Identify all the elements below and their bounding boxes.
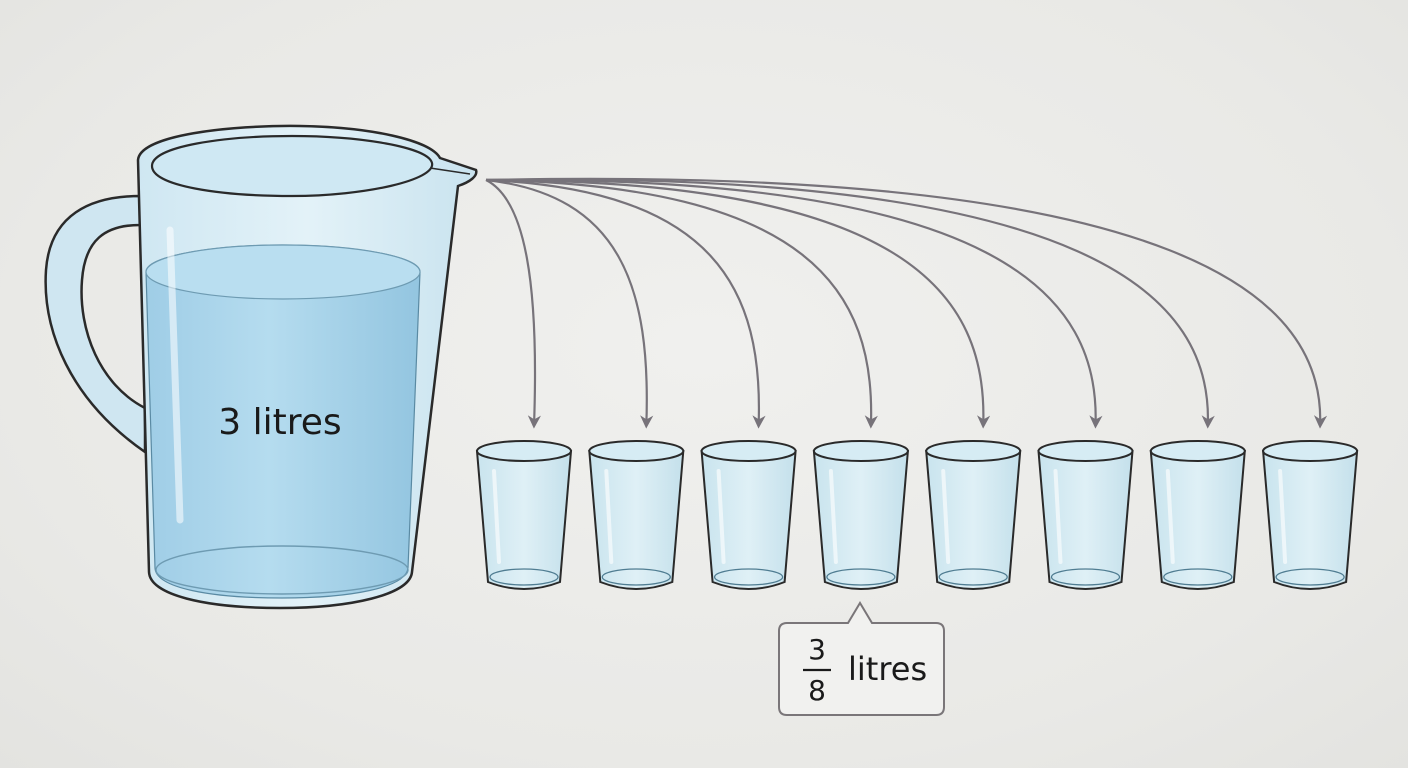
glass-body bbox=[1149, 450, 1246, 590]
jug-rim bbox=[150, 134, 434, 198]
callout-denominator: 8 bbox=[808, 674, 826, 707]
glass-body bbox=[700, 450, 797, 590]
glass-base bbox=[1050, 568, 1121, 586]
glass-8 bbox=[1262, 440, 1359, 590]
glass-highlight bbox=[716, 469, 726, 564]
pour-arrows bbox=[485, 177, 1328, 429]
glass-highlight bbox=[1165, 469, 1175, 564]
glass-base bbox=[938, 568, 1008, 586]
glass-highlight bbox=[1278, 469, 1288, 564]
glass-1 bbox=[475, 440, 573, 590]
glasses-row bbox=[475, 440, 1359, 590]
jug-water-surface bbox=[145, 244, 421, 300]
glass-2 bbox=[588, 440, 685, 590]
pour-arrow-8 bbox=[485, 177, 1328, 429]
glass-rim bbox=[812, 440, 909, 462]
pour-arrow-3 bbox=[485, 178, 766, 429]
glass-7 bbox=[1149, 440, 1246, 590]
glass-6 bbox=[1037, 440, 1134, 590]
pour-arrow-6 bbox=[485, 178, 1103, 429]
jug-highlight bbox=[166, 226, 184, 524]
glass-rim bbox=[700, 440, 797, 462]
pour-arrow-7 bbox=[485, 178, 1215, 429]
glass-highlight bbox=[604, 469, 614, 564]
pour-arrow-2 bbox=[485, 178, 654, 429]
glass-highlight bbox=[828, 469, 838, 564]
glass-base bbox=[1275, 568, 1345, 586]
glass-base bbox=[601, 568, 671, 586]
fraction-callout: 3 8 litres bbox=[778, 601, 945, 716]
jug-spout bbox=[429, 167, 471, 175]
glass-highlight bbox=[1053, 469, 1063, 564]
glass-rim bbox=[1262, 440, 1359, 462]
glass-4 bbox=[812, 440, 909, 590]
jug-label: 3 litres bbox=[218, 402, 341, 443]
jug-base bbox=[155, 545, 409, 595]
callout-numerator: 3 bbox=[808, 633, 826, 666]
pour-arrow-1 bbox=[485, 179, 541, 429]
glass-base bbox=[1163, 568, 1233, 586]
callout-box bbox=[778, 601, 945, 716]
glass-base bbox=[826, 568, 896, 586]
glass-body bbox=[1262, 450, 1359, 590]
glass-3 bbox=[700, 440, 797, 590]
glass-rim bbox=[1149, 440, 1246, 462]
glass-rim bbox=[588, 440, 685, 462]
callout-unit: litres bbox=[848, 650, 927, 688]
glass-body bbox=[1037, 450, 1134, 590]
pour-arrow-4 bbox=[485, 178, 878, 429]
glass-highlight bbox=[492, 469, 501, 564]
glass-body bbox=[925, 450, 1022, 590]
glass-5 bbox=[925, 440, 1022, 590]
glass-highlight bbox=[941, 469, 951, 564]
glass-rim bbox=[925, 440, 1022, 462]
glass-base bbox=[489, 568, 559, 586]
glass-body bbox=[812, 450, 909, 590]
glass-rim bbox=[1037, 440, 1134, 462]
pour-arrow-5 bbox=[485, 178, 991, 429]
glass-body bbox=[588, 450, 685, 590]
jug-handle bbox=[44, 194, 147, 455]
glass-base bbox=[713, 568, 784, 586]
glass-rim bbox=[476, 440, 572, 462]
water-jug: 3 litres bbox=[44, 124, 478, 610]
glass-body bbox=[475, 450, 573, 590]
